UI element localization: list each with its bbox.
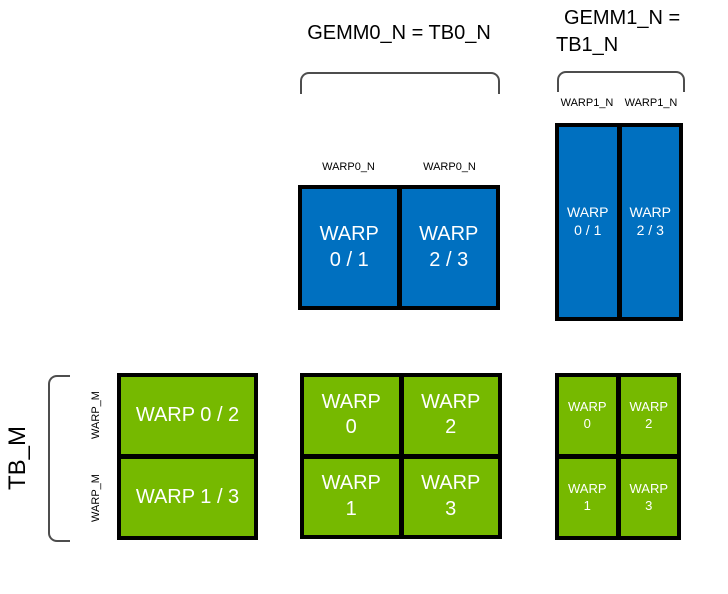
warp-cell-a-02: WARP 0 / 2 <box>121 377 254 454</box>
tb-m-bracket <box>48 375 70 542</box>
warp1-n-column-labels: WARP1_N WARP1_N <box>555 97 683 109</box>
warp0-n-label-left: WARP0_N <box>322 161 375 173</box>
gemm1-n-title: GEMM1_N = TB1_N <box>556 5 706 59</box>
warp-cell-c1-0: WARP 0 <box>559 377 616 454</box>
warp-cell-a-13: WARP 1 / 3 <box>121 459 254 536</box>
gemm1-b-tile-grid: WARP 0 / 1 WARP 2 / 3 <box>555 123 683 321</box>
warp-cell-b0-01: WARP 0 / 1 <box>302 189 397 306</box>
warp-m-row-label-0: WARP_M <box>90 391 102 439</box>
warp-cell-b0-23: WARP 2 / 3 <box>401 189 496 306</box>
warp0-n-label-right: WARP0_N <box>423 161 476 173</box>
warp1-n-label-right: WARP1_N <box>624 97 678 109</box>
gemm0-n-title: GEMM0_N = TB0_N <box>307 22 491 44</box>
warp-cell-b1-23: WARP 2 / 3 <box>621 127 679 317</box>
warp-m-row-label-1: WARP_M <box>90 474 102 522</box>
warp-cell-c1-3: WARP 3 <box>620 459 677 536</box>
warp-cell-c0-3: WARP 3 <box>403 458 498 535</box>
tb0-n-bracket <box>300 72 500 94</box>
warp-cell-c0-2: WARP 2 <box>403 377 498 454</box>
warp-cell-b1-01: WARP 0 / 1 <box>559 127 617 317</box>
tb-m-axis-label: TB_M <box>4 426 31 491</box>
gemm1-n-title-line2: TB1_N <box>556 34 619 56</box>
warp-cell-c1-2: WARP 2 <box>620 377 677 454</box>
gemm0-b-tile-grid: WARP 0 / 1 WARP 2 / 3 <box>298 185 500 310</box>
warp-cell-c0-1: WARP 1 <box>304 458 399 535</box>
a-tile-grid: WARP 0 / 2 WARP 1 / 3 <box>117 373 258 540</box>
warp0-n-column-labels: WARP0_N WARP0_N <box>298 161 500 173</box>
gemm0-c-tile-grid: WARP 0 WARP 2 WARP 1 WARP 3 <box>300 373 502 539</box>
gemm1-c-tile-grid: WARP 0 WARP 2 WARP 1 WARP 3 <box>555 373 681 540</box>
gemm1-n-title-line1: GEMM1_N = <box>564 7 681 29</box>
warp1-n-label-left: WARP1_N <box>560 97 614 109</box>
warp-cell-c0-0: WARP 0 <box>304 377 399 454</box>
warp-cell-c1-1: WARP 1 <box>559 459 616 536</box>
tb1-n-bracket <box>557 71 685 92</box>
